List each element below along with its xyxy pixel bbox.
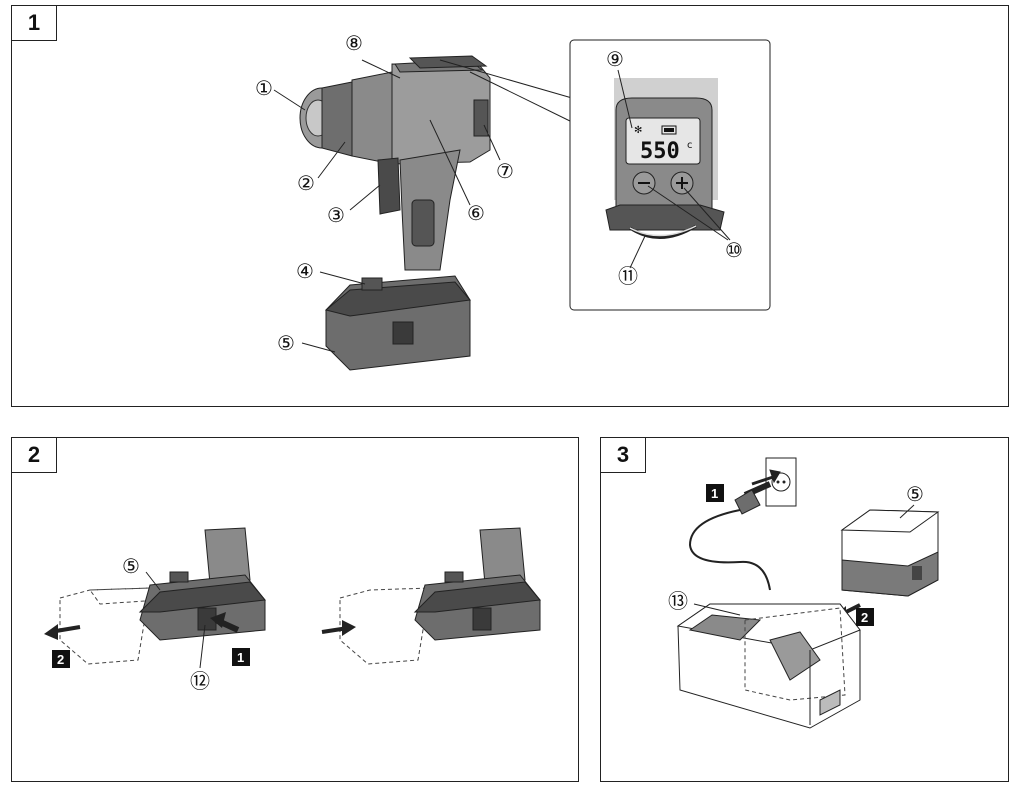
figure-3-number: 3 — [600, 437, 646, 473]
plug-and-cord-drawing — [688, 469, 781, 591]
wall-socket-drawing — [765, 457, 797, 507]
svg-text:✻: ✻ — [634, 125, 642, 136]
callout-5: ⑤ — [277, 331, 295, 355]
step-1-box-fig3 — [706, 484, 724, 502]
callout-5-fig2: ⑤ — [122, 554, 140, 578]
callout-3: ③ — [327, 203, 345, 227]
control-panel-drawing: ✻ — [605, 78, 725, 239]
callout-2: ② — [297, 171, 315, 195]
callout-10: ⑩ — [725, 238, 743, 262]
battery-removal-drawing — [44, 527, 266, 665]
callout-11: ⑪ — [618, 264, 638, 288]
display-temperature: 550 — [640, 139, 680, 164]
display-unit: c — [687, 140, 693, 151]
callout-6: ⑥ — [467, 201, 485, 225]
callout-4: ④ — [296, 259, 314, 283]
callout-5-fig3: ⑤ — [906, 482, 924, 506]
battery-pack-drawing — [832, 509, 940, 622]
figure-2-number: 2 — [11, 437, 57, 473]
figure-1-panel — [11, 5, 1009, 407]
svg-text:2: 2 — [57, 652, 64, 667]
figure-1-number: 1 — [11, 5, 57, 41]
svg-text:1: 1 — [711, 486, 718, 501]
charger-drawing — [676, 603, 861, 729]
callout-8: ⑧ — [345, 31, 363, 55]
battery-attach-drawing — [321, 527, 541, 665]
callout-1: ① — [255, 76, 273, 100]
callout-9: ⑨ — [606, 47, 624, 71]
step-2-box-fig3 — [856, 608, 874, 626]
svg-text:1: 1 — [237, 650, 244, 665]
callout-13: ⑬ — [668, 589, 688, 613]
callout-7: ⑦ — [496, 159, 514, 183]
callout-12: ⑫ — [190, 669, 210, 693]
step-2-box-fig2 — [52, 650, 70, 668]
heat-gun-drawing — [299, 55, 491, 371]
step-1-box-fig2 — [232, 648, 250, 666]
svg-text:2: 2 — [861, 610, 868, 625]
